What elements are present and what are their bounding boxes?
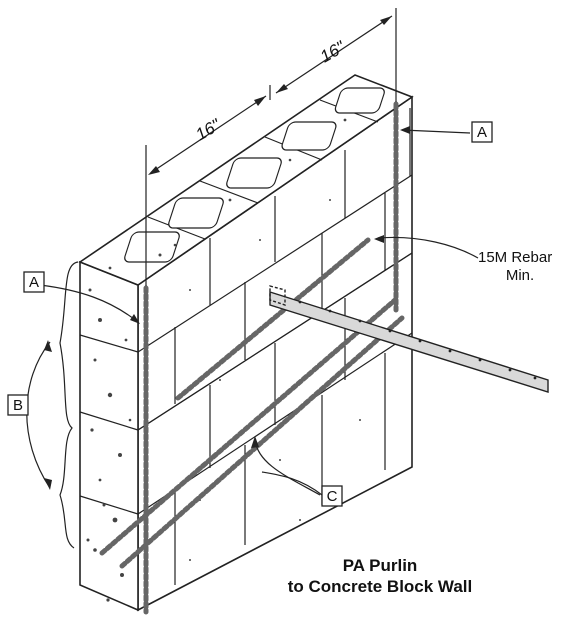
callout-b-label: B bbox=[13, 397, 23, 414]
diagram-caption: PA Purlin to Concrete Block Wall bbox=[250, 555, 510, 597]
vertical-rebar bbox=[143, 101, 399, 615]
callout-rebar: 15M Rebar Min. bbox=[374, 235, 552, 284]
callout-rebar-line2: Min. bbox=[506, 267, 534, 284]
caption-line-1: PA Purlin bbox=[342, 556, 418, 575]
callout-c: C bbox=[251, 436, 343, 507]
callout-a-left: A bbox=[23, 271, 140, 324]
dimension-label-1: 16" bbox=[192, 115, 224, 144]
horizontal-rebar bbox=[99, 237, 405, 569]
callout-c-label: C bbox=[327, 488, 338, 505]
callout-b: B bbox=[7, 340, 52, 490]
height-brace bbox=[59, 261, 79, 549]
end-face-joints bbox=[79, 334, 139, 515]
callout-rebar-line1: 15M Rebar bbox=[478, 249, 552, 266]
callout-a-top-label: A bbox=[477, 124, 487, 141]
callout-a-left-label: A bbox=[29, 274, 39, 291]
strap-holes bbox=[298, 300, 537, 380]
concrete-texture bbox=[86, 118, 361, 602]
purlin-strap bbox=[269, 285, 549, 393]
dimension-lines bbox=[145, 8, 397, 286]
dimension-arrows bbox=[148, 16, 392, 175]
block-cores bbox=[124, 87, 385, 263]
caption-line-2: to Concrete Block Wall bbox=[287, 577, 473, 596]
callout-a-top: A bbox=[400, 121, 493, 143]
